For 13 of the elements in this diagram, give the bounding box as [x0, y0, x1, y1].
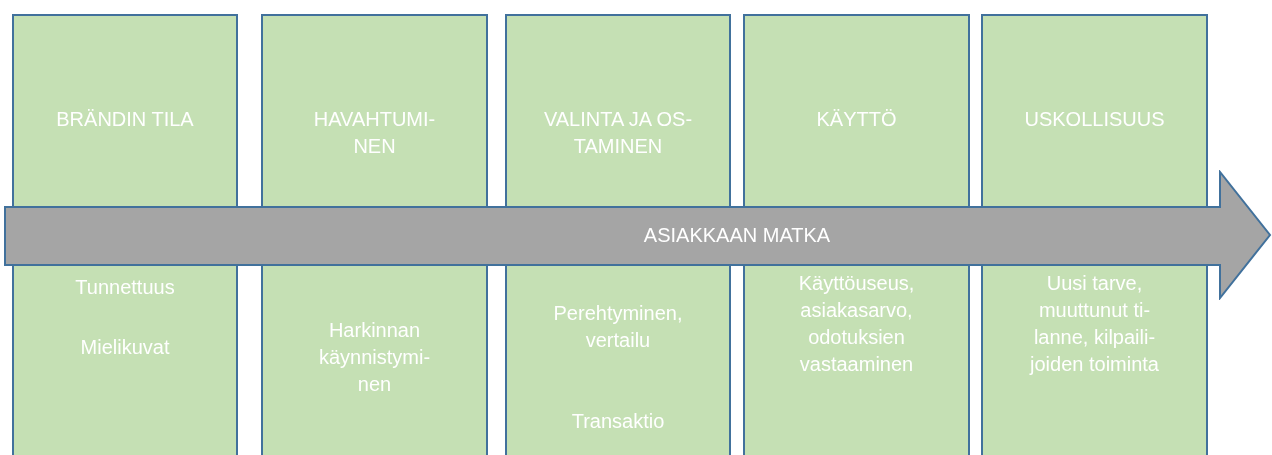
stage-text: Transaktio — [570, 409, 666, 434]
stage-text: Mielikuvat — [79, 335, 171, 360]
stage-text: Harkinnan käynnistymi-nen — [317, 318, 432, 397]
stage-heading: HAVAHTUMI-NEN — [312, 107, 437, 159]
stage-text: Uusi tarve, muuttunut ti-lanne, kilpaili-joiden toiminta — [1028, 271, 1160, 377]
band-label: ASIAKKAAN MATKA — [642, 223, 832, 248]
stage-heading: KÄYTTÖ — [815, 107, 898, 132]
stage-heading: USKOLLISUUS — [1023, 107, 1166, 132]
stage-text: Käyttöuseus, asiakasarvo, odotuksien vastaaminen — [797, 271, 916, 377]
stage-text: Tunnettuus — [74, 275, 176, 300]
stage-text: Perehtyminen, vertailu — [552, 301, 684, 353]
stage-heading: BRÄNDIN TILA — [55, 107, 195, 132]
stage-heading: VALINTA JA OS-TAMINEN — [542, 107, 694, 159]
